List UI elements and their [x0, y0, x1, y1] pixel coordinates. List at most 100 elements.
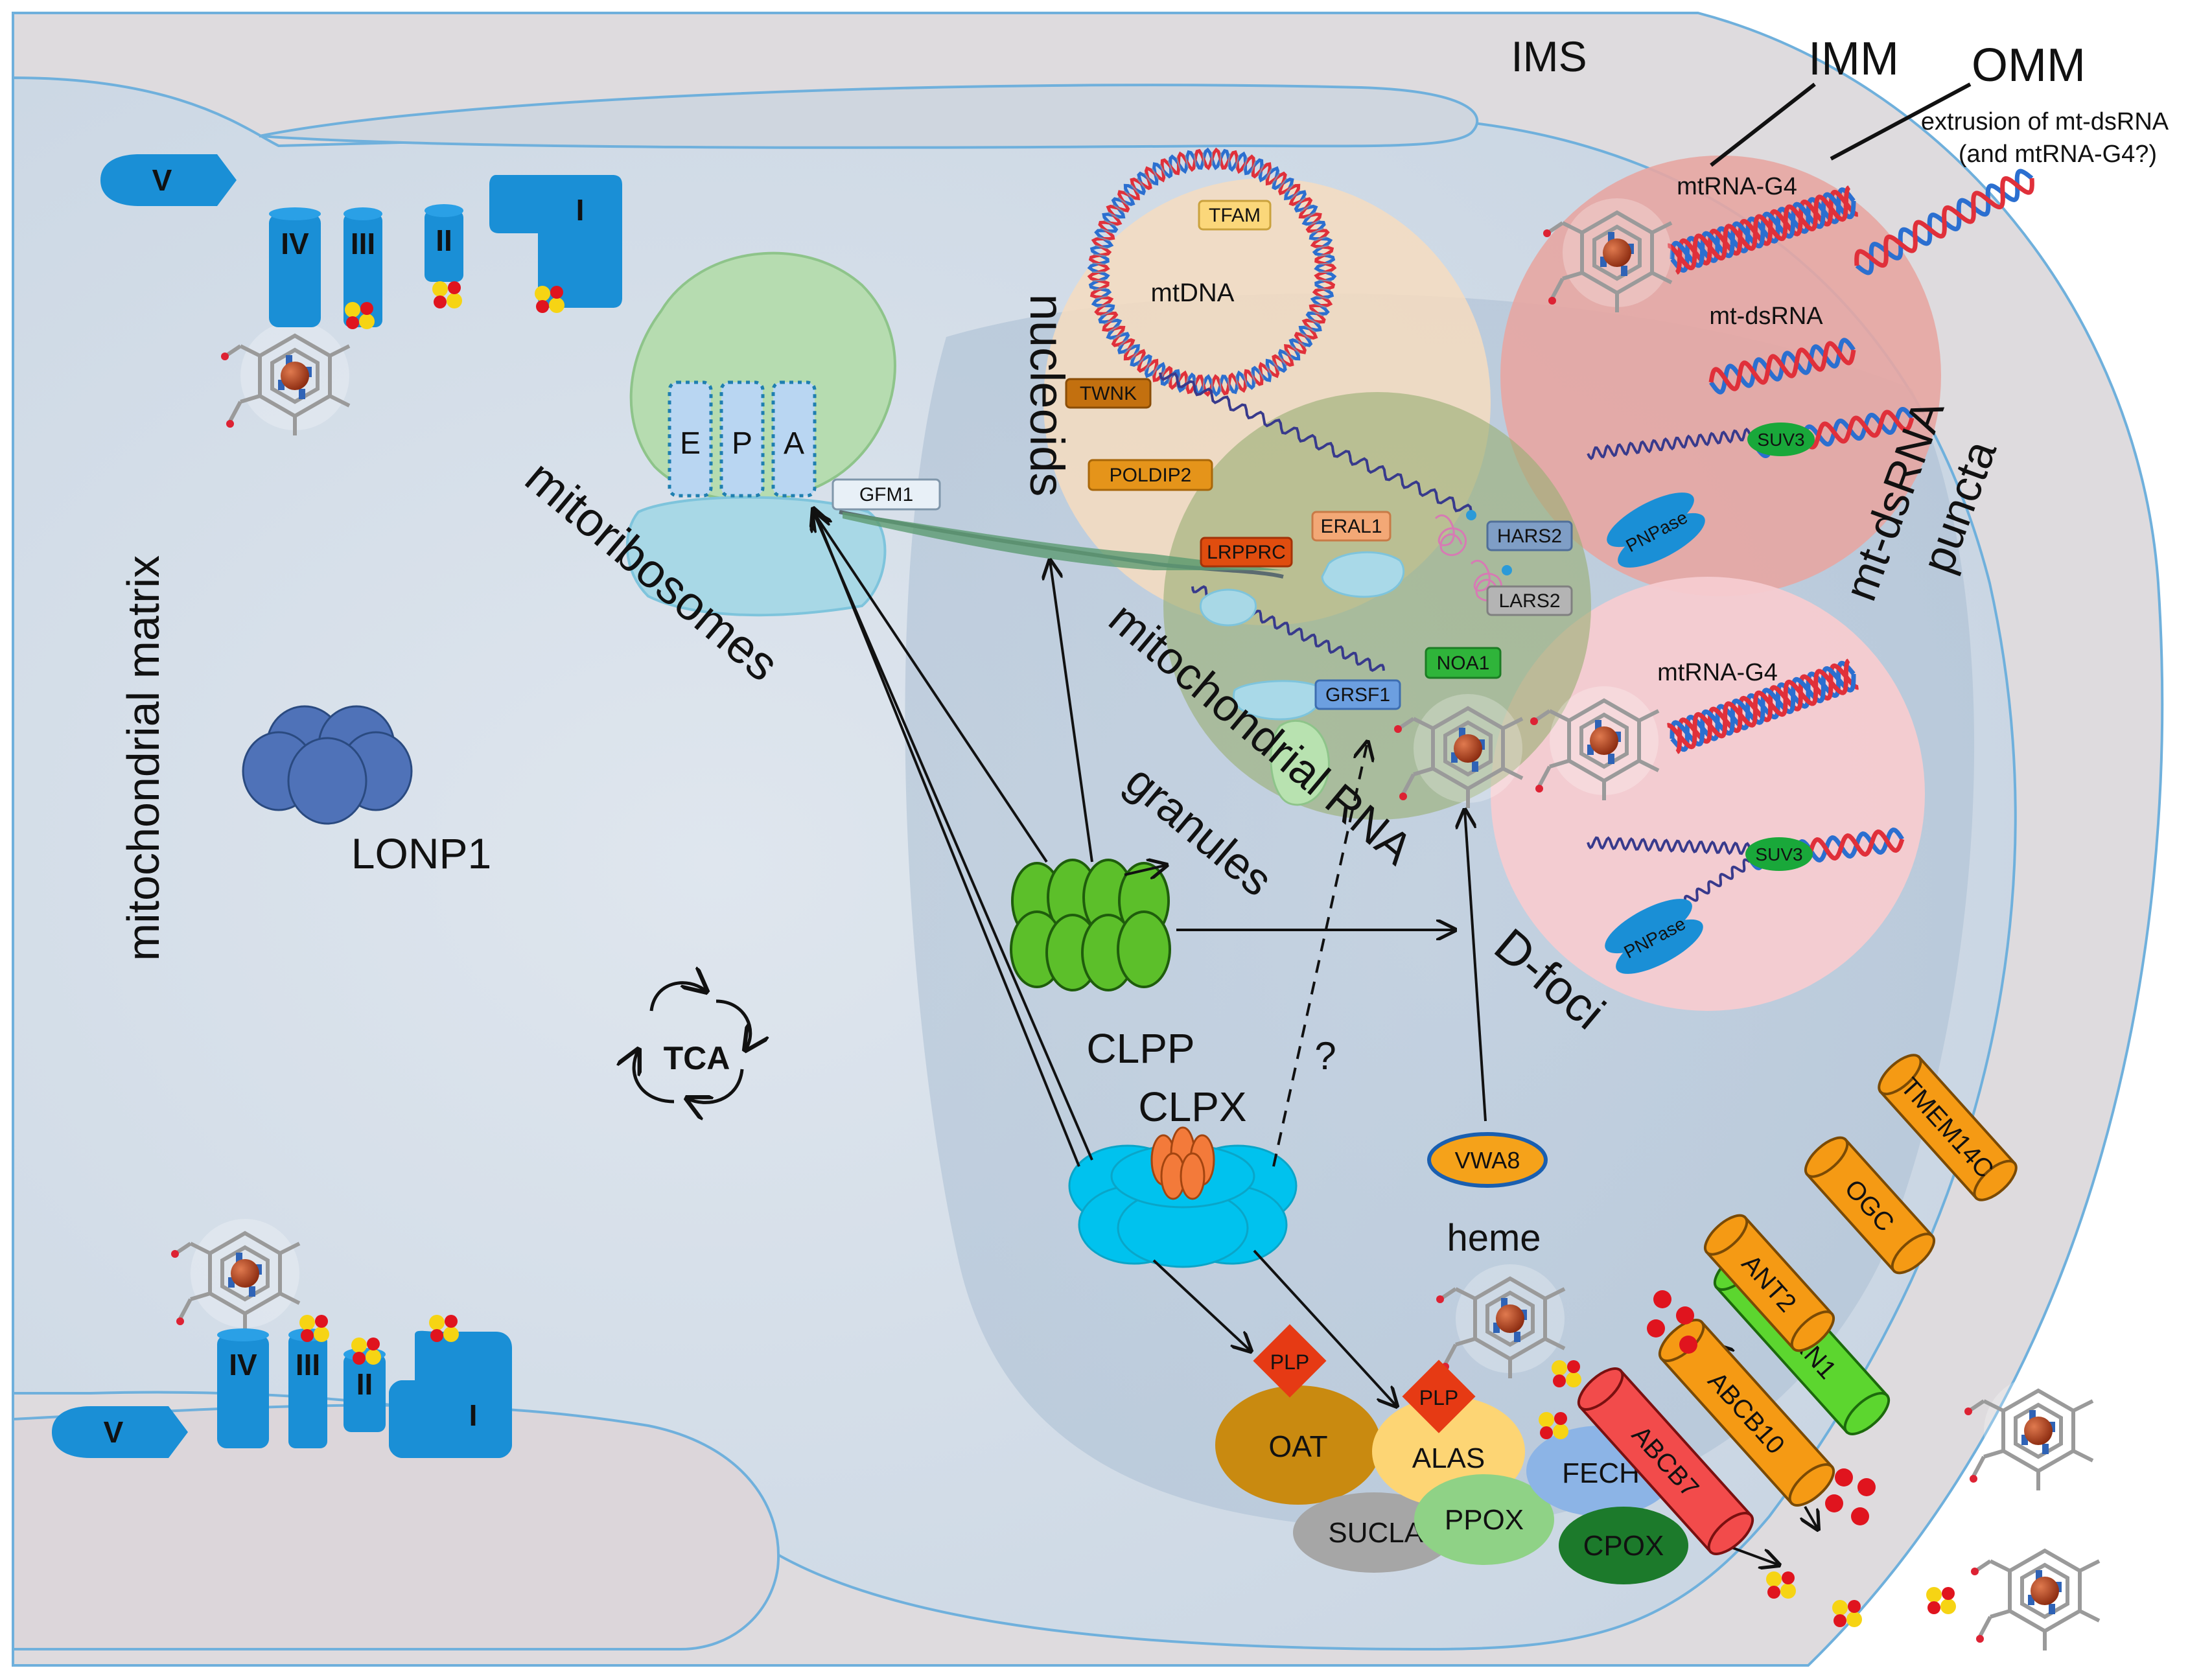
- complex-label: I: [469, 1398, 478, 1432]
- cpox-enzyme: [1559, 1507, 1688, 1584]
- arrows: [813, 509, 1818, 1565]
- box-lrpprc: LRPPRC: [1200, 537, 1293, 568]
- box-poldip2: POLDIP2: [1088, 459, 1213, 491]
- arrow-clpp-nucleoid: [1050, 561, 1093, 863]
- box-label-tfam: TFAM: [1209, 205, 1261, 226]
- arrow-clpx-ribosome: [813, 509, 1080, 1167]
- suv3-top: [1747, 423, 1815, 456]
- fech-label: FECH: [1562, 1457, 1640, 1489]
- vwa8-label: VWA8: [1455, 1147, 1520, 1174]
- pnpase-bottom: PNPase: [1605, 899, 1703, 974]
- box-twnk: TWNK: [1065, 378, 1152, 409]
- box-grsf1: GRSF1: [1314, 679, 1401, 710]
- mtdna-label: mtDNA: [1151, 279, 1235, 307]
- ribosome-site-label: E: [680, 426, 701, 461]
- plp-diamond-1: [1253, 1324, 1327, 1398]
- complex-label: III: [351, 227, 375, 261]
- box-noa1: NOA1: [1425, 647, 1502, 679]
- mtdna-ring: [1087, 147, 1337, 397]
- plp-diamond-2: [1402, 1360, 1476, 1433]
- question-mark: ?: [1314, 1034, 1336, 1078]
- transcript-end-dot-2: [1502, 565, 1512, 575]
- complex-label: V: [152, 163, 172, 197]
- trna-tangle: [1434, 514, 1502, 601]
- oat-enzyme: [1215, 1385, 1381, 1505]
- plp-label-1: PLP: [1270, 1350, 1309, 1374]
- ppox-enzyme: [1414, 1474, 1554, 1565]
- extrusion-label-1: extrusion of mt-dsRNA: [1921, 108, 2169, 135]
- iron-dots: [1647, 1290, 1876, 1525]
- imm-label: IMM: [1808, 33, 1899, 85]
- alas-label: ALAS: [1412, 1442, 1485, 1474]
- plp-label-2: PLP: [1419, 1386, 1458, 1409]
- complex-i-top: I: [489, 175, 622, 308]
- clpx-complex: [1068, 1144, 1298, 1268]
- suv3-top-label: SUV3: [1757, 430, 1804, 450]
- heme-label: heme: [1447, 1217, 1541, 1259]
- complex-label: IV: [281, 227, 309, 261]
- nascent-band: [843, 512, 1283, 570]
- mtrna-g4-mid-label: mtRNA-G4: [1657, 659, 1778, 686]
- transcript-end-dot-1: [1466, 510, 1476, 520]
- granule-blob-3: [1200, 588, 1257, 627]
- arrow-clpx-oat: [1152, 1259, 1251, 1351]
- mt-dsrna-label: mt-dsRNA: [1709, 303, 1823, 330]
- transporter-ogc: OGC: [1804, 1136, 1935, 1275]
- complex-v-bottom: V: [52, 1406, 188, 1458]
- ppox-label: PPOX: [1445, 1504, 1524, 1536]
- box-label-eral1: ERAL1: [1320, 516, 1382, 537]
- complex-label: V: [104, 1415, 124, 1449]
- complex-label: IV: [229, 1348, 257, 1382]
- tca-cycle-icon: [634, 983, 751, 1103]
- complex-label: I: [576, 193, 585, 227]
- cpox-label: CPOX: [1583, 1530, 1664, 1562]
- box-label-lrpprc: LRPPRC: [1207, 542, 1286, 563]
- box-label-hars2: HARS2: [1497, 526, 1562, 547]
- arrow-clpx-ribosome-2: [813, 512, 1093, 1161]
- box-gfm1: GFM1: [832, 478, 941, 511]
- box-hars2: HARS2: [1486, 520, 1573, 551]
- complex-i-bottom: I: [389, 1330, 512, 1458]
- mt-dsrna-helix: [1708, 338, 1856, 395]
- complex-iv-top: IV: [269, 207, 321, 327]
- complex-iv-bottom: IV: [217, 1328, 269, 1448]
- clpp-complex: [1010, 859, 1171, 991]
- ribosome-site-label: A: [784, 426, 804, 461]
- box-label-gfm1: GFM1: [859, 484, 913, 505]
- clpp-label: CLPP: [1086, 1025, 1194, 1072]
- omm-label: OMM: [1972, 40, 2086, 91]
- ribosome-site-label: P: [732, 426, 752, 461]
- arrow-vwa8-dfoci: [1465, 810, 1487, 1122]
- tca-label: TCA: [664, 1040, 730, 1076]
- box-lars2: LARS2: [1486, 585, 1573, 616]
- arrow-clpp-granule: [1124, 865, 1167, 875]
- complex-iii-bottom: III: [288, 1328, 327, 1448]
- granule-blob-1: [1321, 551, 1405, 598]
- extruded-dsrna-helix: [1854, 168, 2034, 275]
- arrow-abcb10-out: [1805, 1506, 1818, 1529]
- imm-pointer: [1710, 82, 1816, 167]
- extrusion-label-2: (and mtRNA-G4?): [1959, 141, 2157, 168]
- complex-label: II: [356, 1367, 373, 1401]
- vwa8-enzyme: [1427, 1132, 1548, 1188]
- box-label-poldip2: POLDIP2: [1110, 465, 1192, 486]
- box-label-twnk: TWNK: [1080, 383, 1137, 404]
- complex-iii-top: III: [343, 207, 382, 327]
- oat-label: OAT: [1268, 1430, 1327, 1463]
- nucleoids-label: nucleoids: [1020, 294, 1074, 497]
- matrix-label: mitochondrial matrix: [118, 555, 169, 961]
- suv3-bottom: [1745, 837, 1813, 871]
- granule-blob-4: [1270, 719, 1330, 806]
- box-label-grsf1: GRSF1: [1325, 684, 1390, 706]
- ims-label: IMS: [1511, 32, 1587, 80]
- crista-top: [259, 84, 1479, 149]
- suv3-bottom-label: SUV3: [1755, 844, 1802, 864]
- lonp1-label: LONP1: [351, 829, 491, 877]
- clpx-label: CLPX: [1138, 1083, 1246, 1130]
- complex-label: II: [436, 224, 452, 257]
- lonp1-complex: [242, 705, 413, 825]
- ribosome-site-e: E: [668, 380, 713, 498]
- box-label-noa1: NOA1: [1437, 653, 1490, 674]
